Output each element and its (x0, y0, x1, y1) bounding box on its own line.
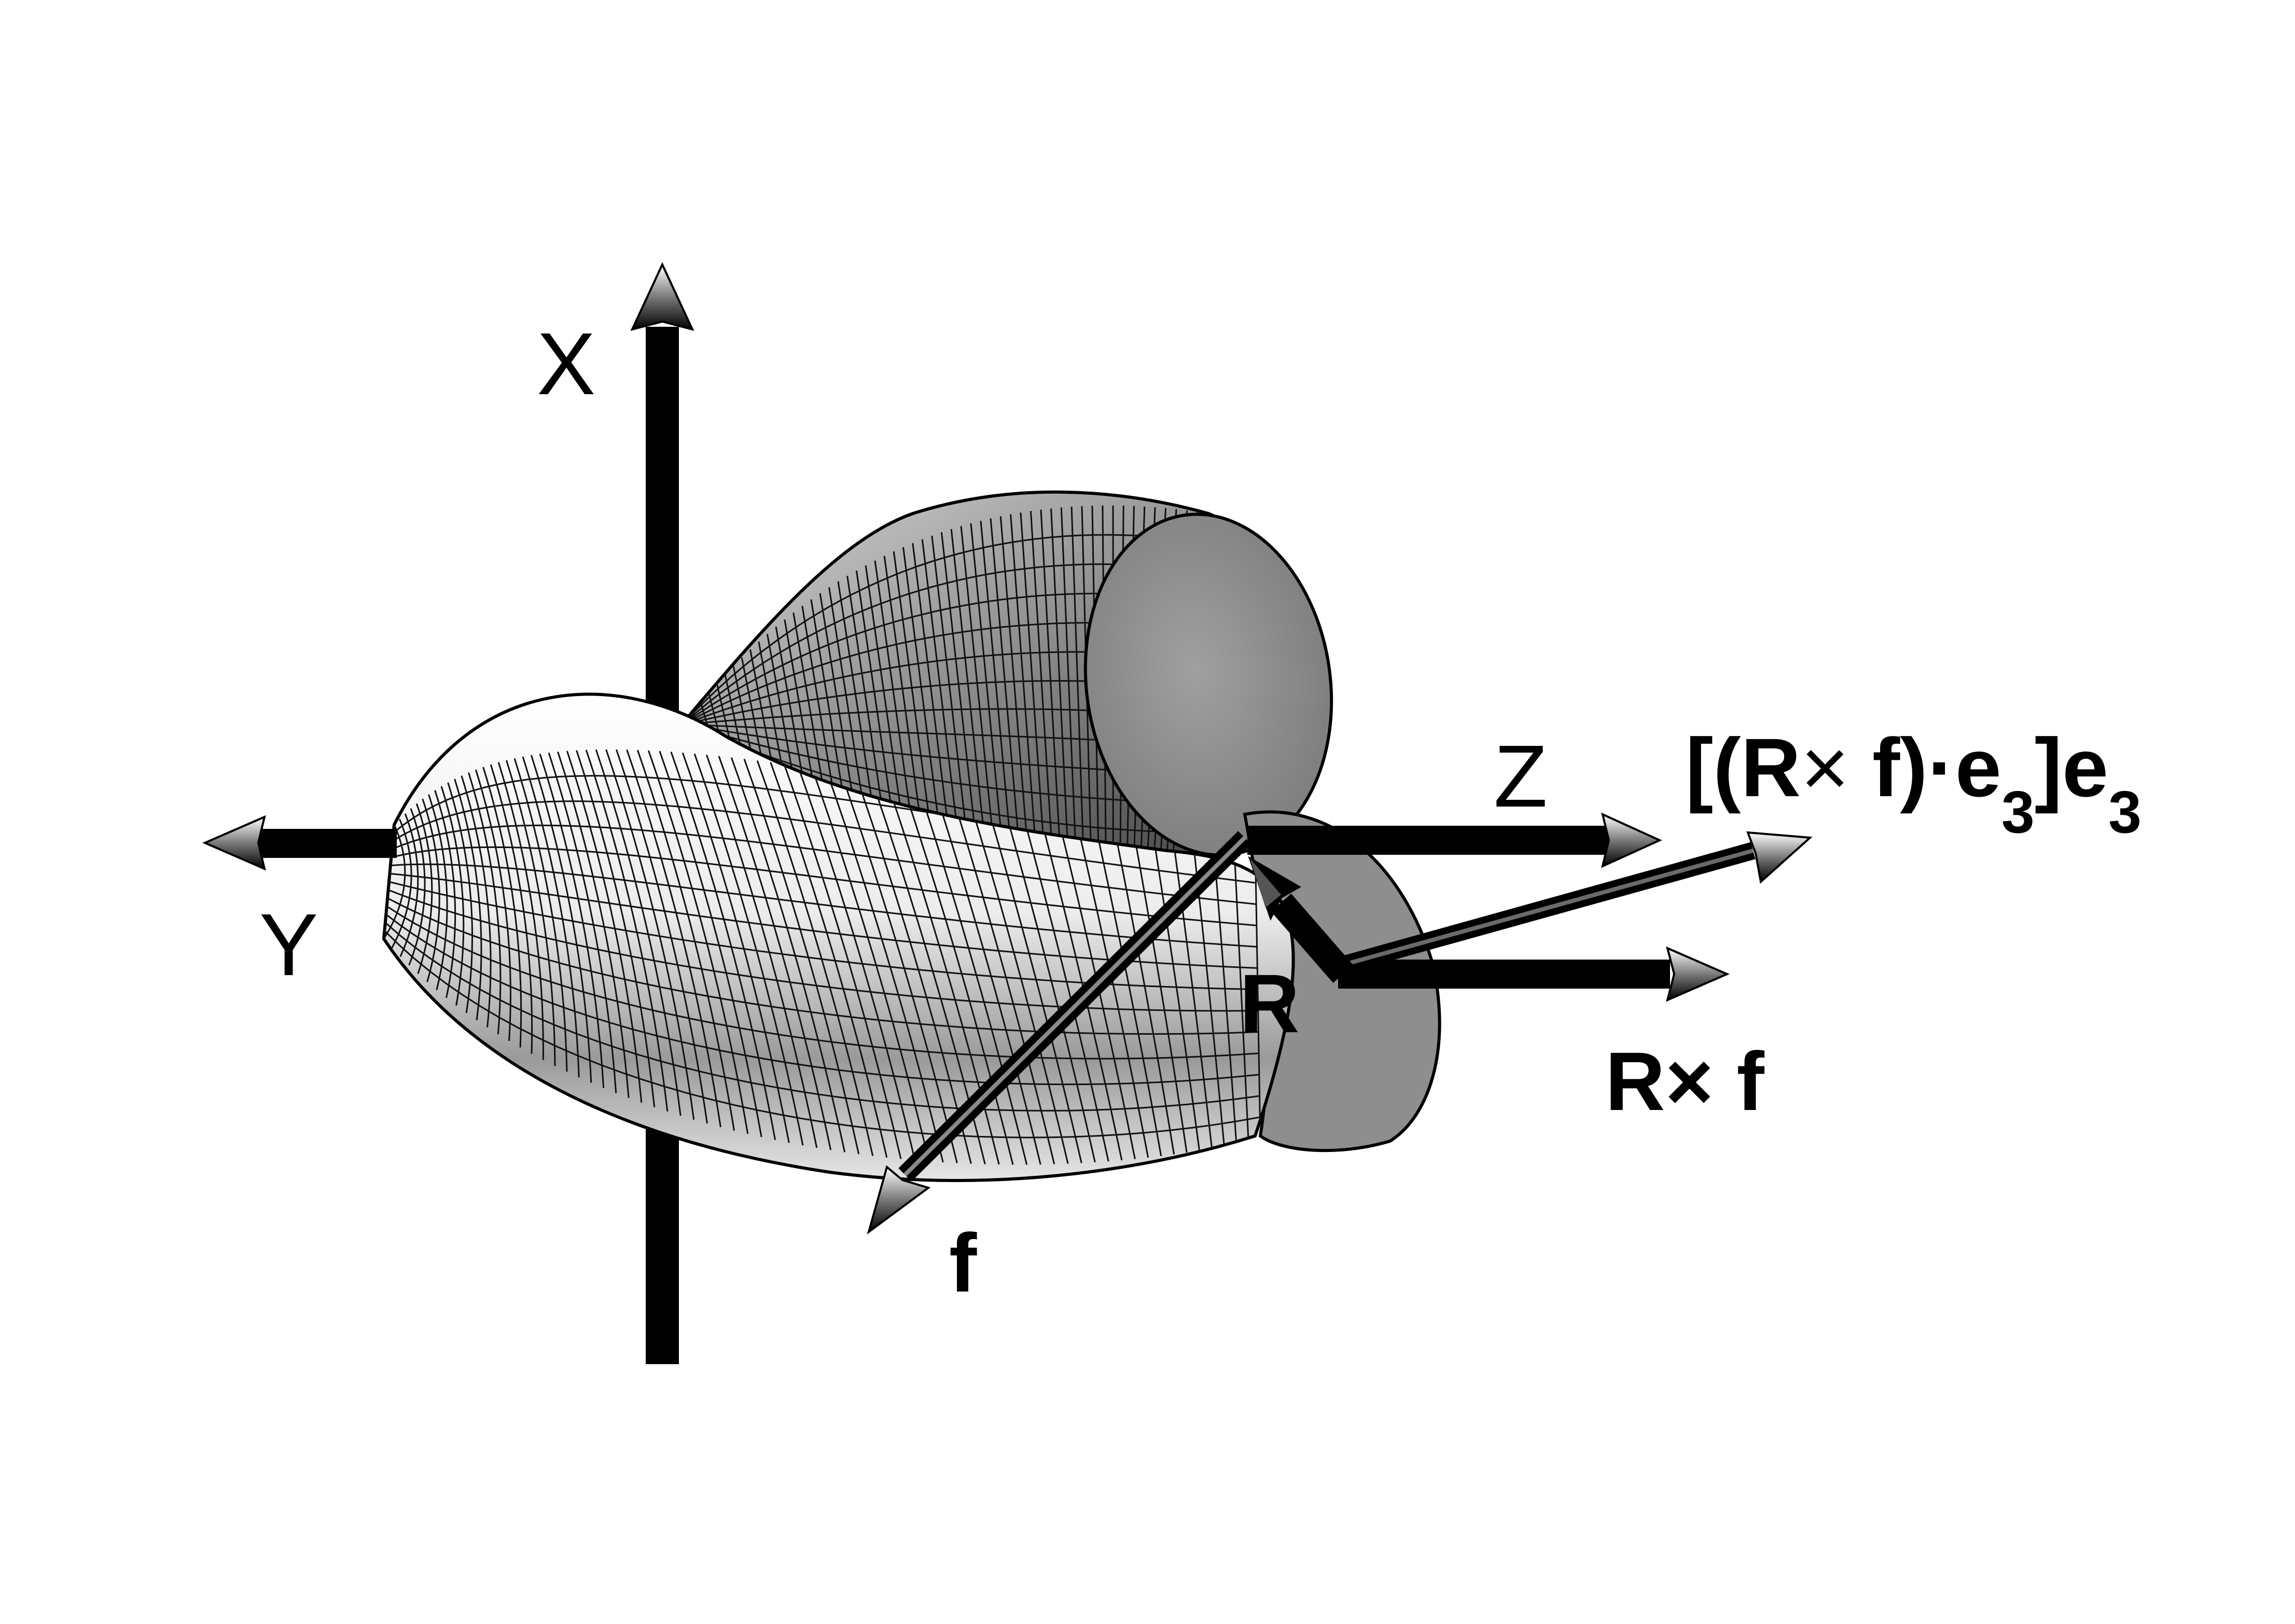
mesh-line (408, 808, 426, 966)
x-axis-label: X (537, 315, 595, 413)
position-vector (1248, 856, 1354, 983)
projection-label-times: × (1801, 721, 1849, 814)
mesh-line (384, 824, 406, 939)
projection-label-sub1: 3 (2001, 779, 2035, 845)
projection-label-close-e: ]e (2035, 721, 2108, 814)
mesh-line (385, 913, 1260, 1086)
z-axis-label: Z (1494, 727, 1548, 826)
mesh-line (391, 818, 412, 949)
rod-front-section (382, 692, 1295, 1182)
mesh-line (688, 724, 1178, 804)
torque-vector (1338, 946, 1730, 1002)
mesh-line (384, 930, 1260, 1139)
mesh-line (415, 803, 433, 974)
projection-vector (1341, 831, 1813, 974)
mesh-line (390, 872, 1258, 969)
mesh-line (685, 534, 1206, 722)
mesh-line (392, 800, 1256, 884)
mesh-line (386, 905, 1259, 1060)
mesh-line (399, 813, 419, 957)
mesh-line (390, 863, 1257, 948)
y-axis-label: Y (259, 896, 318, 994)
force-vector (867, 831, 1251, 1235)
mesh-line (384, 922, 1260, 1112)
projection-vector-label: [(R× f)·e3]e3 (1686, 721, 2141, 845)
mesh-line (689, 725, 1175, 833)
mesh-line (391, 846, 1257, 926)
projection-label-open: [(R (1686, 721, 1801, 814)
mesh-line (387, 897, 1259, 1035)
z-axis (1247, 812, 1662, 868)
mesh-line (685, 563, 1203, 723)
projection-label-sub2: 3 (2108, 779, 2141, 845)
y-axis (202, 815, 397, 871)
position-vector-label: R (1240, 957, 1300, 1050)
mesh-line (392, 824, 1257, 905)
projection-label-f-dot-e: f)·e (1849, 721, 2001, 814)
torque-vector-label: R× f (1605, 1035, 1764, 1128)
mesh-line (388, 881, 1258, 990)
force-vector-label: f (949, 1216, 977, 1309)
